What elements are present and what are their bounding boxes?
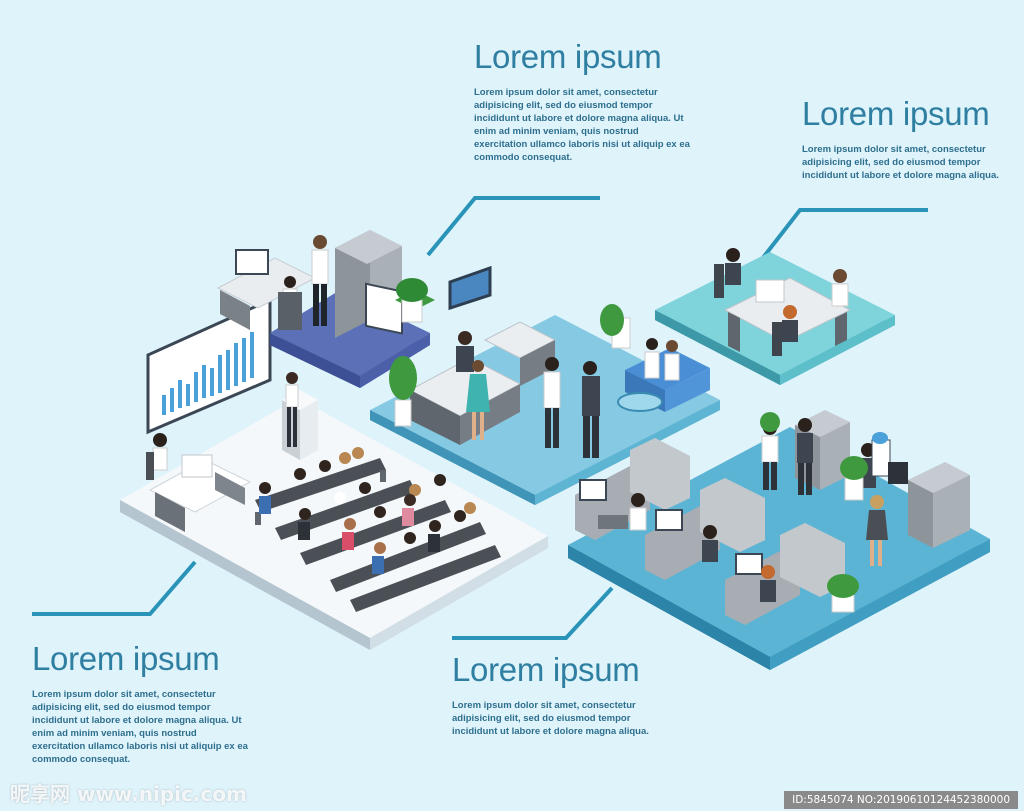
footer-bar: 昵享网 www.nipic.com ID:5845074 NO:20190610… bbox=[0, 782, 1024, 811]
info-block-bottom-center: Lorem ipsum Lorem ipsum dolor sit amet, … bbox=[452, 651, 677, 738]
lounge-sofa bbox=[600, 304, 710, 412]
manager-office-floor bbox=[270, 290, 430, 388]
wall-monitor bbox=[448, 265, 492, 311]
connector-line-left bbox=[32, 560, 197, 616]
plant-reception bbox=[389, 356, 417, 427]
reception-desk-left bbox=[146, 433, 252, 532]
info-block-body: Lorem ipsum dolor sit amet, consectetur … bbox=[802, 144, 999, 181]
reception-people bbox=[466, 357, 600, 458]
info-block-body: Lorem ipsum dolor sit amet, consectetur … bbox=[452, 700, 649, 737]
plant-left bbox=[395, 278, 435, 323]
filing-cabinets bbox=[335, 230, 403, 338]
office-desk-top bbox=[216, 235, 329, 330]
meeting-table bbox=[714, 248, 852, 356]
image-id-label: ID:5845074 NO:20190610124452380000 bbox=[784, 791, 1018, 809]
connector-line-bottom bbox=[452, 586, 614, 640]
info-block-bottom-left: Lorem ipsum Lorem ipsum dolor sit amet, … bbox=[32, 640, 252, 766]
info-block-title: Lorem ipsum bbox=[474, 38, 662, 75]
info-block-title: Lorem ipsum bbox=[32, 640, 220, 677]
connector-line-top bbox=[426, 196, 600, 257]
presentation-board bbox=[146, 297, 272, 435]
info-block-body: Lorem ipsum dolor sit amet, consectetur … bbox=[474, 87, 690, 163]
presenter-person bbox=[285, 372, 299, 447]
info-block-right: Lorem ipsum Lorem ipsum dolor sit amet, … bbox=[802, 95, 1017, 182]
audience-seating bbox=[255, 447, 501, 612]
watermark-text: 昵享网 www.nipic.com bbox=[10, 782, 247, 806]
connector-line-right bbox=[753, 208, 928, 270]
connector-lines bbox=[32, 196, 928, 640]
info-block-title: Lorem ipsum bbox=[802, 95, 990, 132]
info-block-top: Lorem ipsum Lorem ipsum dolor sit amet, … bbox=[474, 38, 694, 164]
info-block-body: Lorem ipsum dolor sit amet, consectetur … bbox=[32, 689, 248, 765]
cubicles bbox=[575, 438, 845, 625]
plants-right bbox=[760, 412, 868, 613]
info-block-title: Lorem ipsum bbox=[452, 651, 640, 688]
